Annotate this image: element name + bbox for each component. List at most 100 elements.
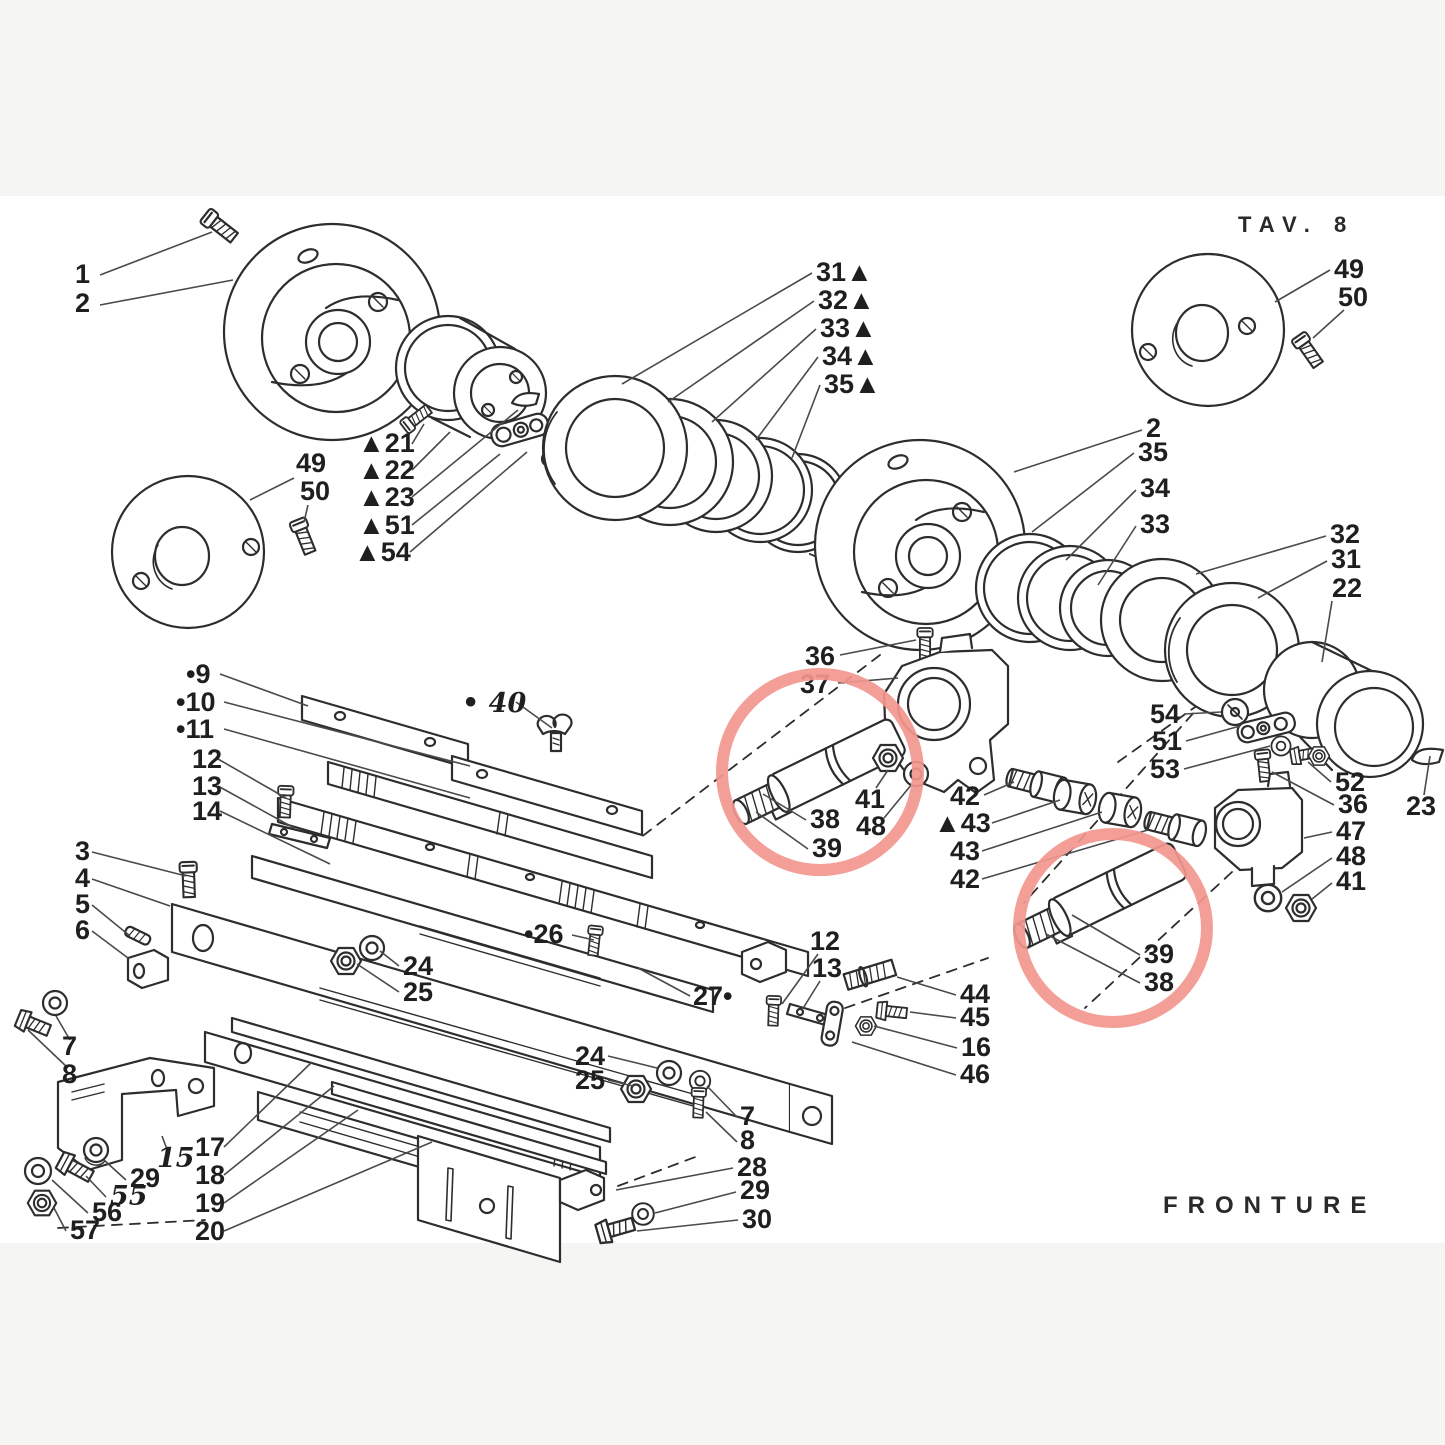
nut-41a — [871, 743, 905, 773]
part-label: 29 — [130, 1163, 160, 1193]
leader-line — [1311, 882, 1333, 900]
part-label: 46 — [960, 1059, 990, 1089]
leader-line — [223, 728, 471, 799]
leader-line — [637, 967, 691, 997]
part-label: ▲22 — [358, 455, 415, 485]
part-label: 17 — [195, 1132, 225, 1162]
leader-line — [1097, 525, 1137, 586]
part-label: 44 — [960, 979, 990, 1009]
leader-line — [706, 1085, 738, 1118]
part-label: 7 — [740, 1101, 755, 1131]
part-label: 28 — [737, 1152, 767, 1182]
part-label: 5 — [75, 889, 90, 919]
leader-line — [1423, 755, 1431, 796]
washer-48b — [1253, 883, 1283, 913]
leader-line — [762, 793, 807, 821]
part-label: 8 — [62, 1059, 77, 1089]
part-label: 34 — [1140, 473, 1170, 503]
leader-line — [607, 1079, 634, 1087]
part-label: ▲54 — [354, 537, 411, 567]
leader-line — [801, 980, 821, 1011]
washer-7a — [41, 989, 69, 1017]
part-label: 15 — [157, 1143, 195, 1174]
part-label: 20 — [195, 1216, 225, 1246]
part-label: 49 — [296, 448, 326, 478]
part-label: 53 — [1150, 754, 1180, 784]
leader-line — [411, 431, 451, 471]
leader-line — [1045, 933, 1141, 984]
leader-line — [303, 504, 309, 523]
leader-line — [851, 1041, 957, 1076]
leader-line — [217, 758, 287, 799]
part-label: 18 — [195, 1160, 225, 1190]
part-label: 16 — [961, 1032, 991, 1062]
leader-line — [411, 453, 501, 526]
leader-line — [896, 976, 957, 996]
bushing-43a — [1050, 777, 1100, 817]
plate-14 — [250, 854, 715, 1014]
right-cluster — [1213, 697, 1331, 923]
part-label: 56 — [92, 1197, 122, 1227]
part-label: 47 — [1336, 816, 1366, 846]
part-label: • 40 — [462, 688, 526, 719]
leader-line — [873, 1025, 958, 1049]
link-51-right — [1236, 711, 1296, 744]
leader-line — [607, 1055, 658, 1069]
nut-24a — [329, 946, 363, 976]
spring-stud-44 — [842, 958, 898, 991]
leader-line — [1185, 725, 1241, 742]
pin-5 — [124, 925, 152, 946]
part-label: 39 — [812, 833, 842, 863]
leader-line — [379, 950, 400, 967]
leader-line — [981, 811, 1103, 852]
part-label: ▲43 — [934, 808, 991, 838]
part-label: 54 — [1150, 699, 1180, 729]
leader-line — [1031, 452, 1135, 533]
part-label: 7 — [62, 1031, 77, 1061]
leader-line — [1071, 914, 1141, 956]
part-label: 55 — [110, 1181, 148, 1212]
highlight-circle-1 — [716, 668, 924, 876]
part-label: 30 — [742, 1204, 772, 1234]
part-label: 31▲ — [816, 257, 873, 287]
ring-stack-right — [974, 532, 1445, 779]
leader-line — [1183, 711, 1222, 715]
leader-line — [705, 1111, 738, 1143]
part-label: 48 — [1336, 841, 1366, 871]
part-label: 39 — [1144, 939, 1174, 969]
washer-25b — [655, 1059, 683, 1087]
part-label: 42 — [950, 864, 980, 894]
leader-line — [219, 673, 309, 707]
part-labels-layer: 124950▲21▲22▲23▲51▲5431▲32▲33▲34▲35▲4950… — [27, 231, 1436, 1246]
leader-line — [755, 811, 809, 850]
leader-line — [571, 934, 595, 941]
part-label: 23 — [1406, 791, 1436, 821]
leader-line — [99, 231, 213, 276]
leader-line — [839, 639, 917, 656]
leader-line — [91, 930, 129, 959]
part-label: 45 — [960, 1002, 990, 1032]
part-label: 36 — [805, 641, 835, 671]
leader-line — [223, 1061, 313, 1148]
plate-title: TAV. 8 — [1238, 212, 1355, 237]
bushing-43b — [1095, 790, 1145, 830]
part-label: ▲23 — [358, 482, 415, 512]
part-label: 38 — [810, 804, 840, 834]
half-moon-key-23-top — [510, 391, 541, 407]
leader-line — [91, 904, 131, 937]
nut-57 — [26, 1189, 58, 1217]
leader-line — [1271, 771, 1335, 806]
highlight-layer — [716, 668, 1213, 1028]
nut-24b — [619, 1074, 653, 1104]
part-label: 35▲ — [824, 369, 881, 399]
leader-line — [223, 1109, 359, 1204]
leader-line — [636, 1219, 739, 1232]
part-label: 8 — [740, 1125, 755, 1155]
part-label: 49 — [1334, 254, 1364, 284]
part-label: 41 — [855, 784, 885, 814]
leader-line — [791, 384, 821, 459]
part-label: 22 — [1332, 573, 1362, 603]
top-margin-band — [0, 0, 1445, 196]
part-label: 3 — [75, 836, 90, 866]
part-label: 6 — [75, 915, 90, 945]
